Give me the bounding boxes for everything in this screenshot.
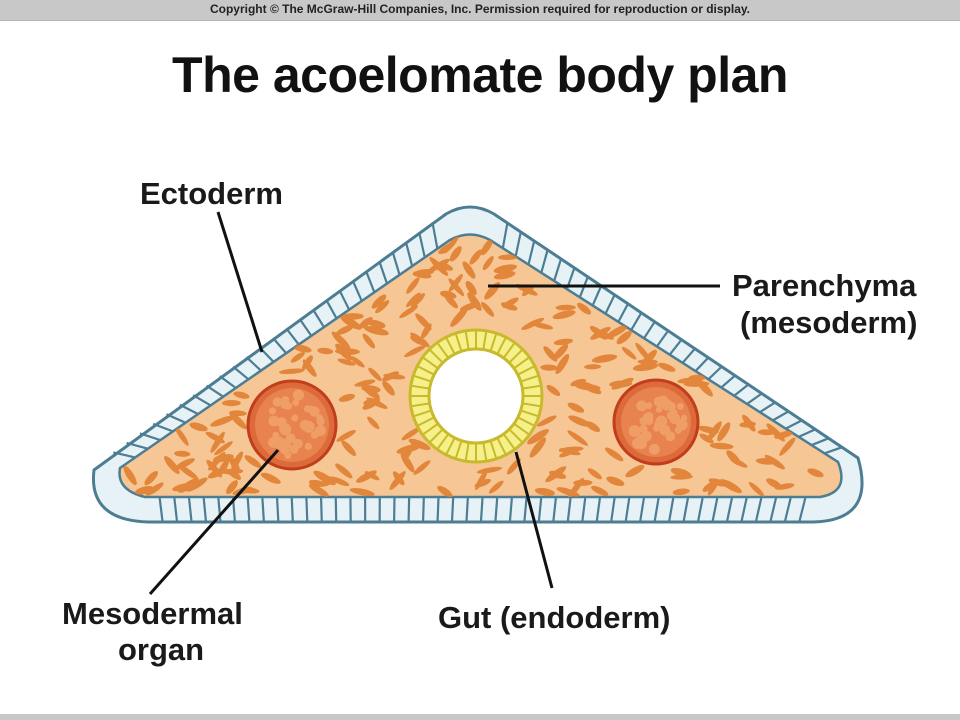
gut-leader-line [514,451,554,589]
ectoderm-leader-line [216,211,264,353]
label-ectoderm: Ectoderm [140,176,283,211]
label-mesodermal: Mesodermal [62,596,243,631]
label-parenchyma: Parenchyma [732,268,917,303]
parenchyma-cells [123,236,824,497]
mesodermal-organ-leader-line [148,449,280,595]
bottom-bar [0,714,960,720]
page-title: The acoelomate body plan [172,47,788,103]
gut [408,328,544,464]
mesodermal-organ-right [612,378,700,466]
label-parenchyma-mesoderm: (mesoderm) [740,305,918,340]
ectoderm-cells [113,222,843,522]
copyright-notice: Copyright © The McGraw-Hill Companies, I… [209,2,751,16]
copyright-bar: Copyright © The McGraw-Hill Companies, I… [0,0,960,21]
label-gut-endoderm: Gut (endoderm) [438,600,671,635]
label-organ: organ [118,632,205,667]
mesodermal-organ-left [246,379,338,471]
